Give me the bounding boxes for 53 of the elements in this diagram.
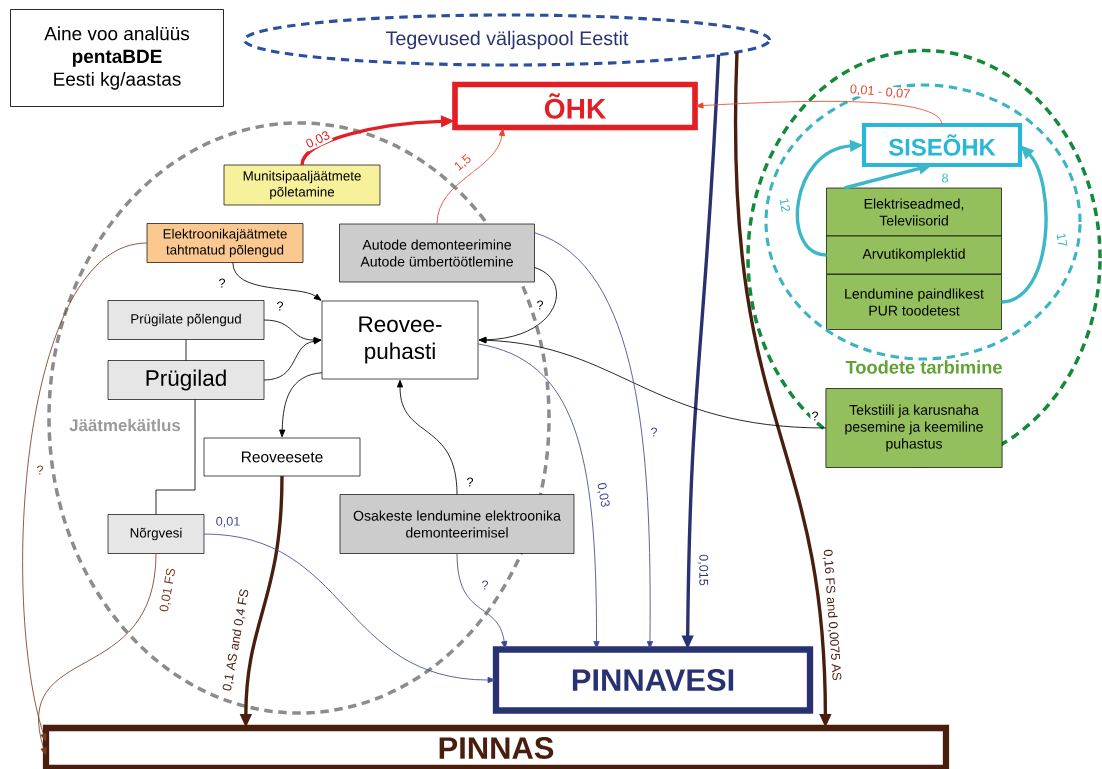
arrow [534,232,654,649]
process-box: Lendumine paindlikest PUR toodetest [826,274,1002,330]
edge-label: 0,16 FS and 0,0075 AS [820,547,844,683]
arrow [436,128,505,225]
connector-line [155,399,196,515]
edge-label: 0,01 FS [157,566,179,615]
arrow [695,100,943,126]
process-box: Nõrgvesi [107,514,205,554]
arrow [396,379,458,495]
process-box: Prügilate põlengud [107,300,265,340]
arrow [456,553,508,649]
process-box: Arvutikomplektid [826,235,1002,275]
edge-label: ? [480,579,490,591]
compartment-box: PINNAVESI [492,646,814,714]
compartment-box: ÕHK [452,81,698,131]
edge-label: 0,015 [696,553,710,587]
process-box: Osakeste lendumine elektroonika demonteerimisel [339,494,575,554]
edge-label: 8 [940,172,950,184]
process-box: Prügilad [107,360,265,400]
edge-label: ? [535,299,545,311]
edge-label: ? [35,464,45,476]
arrow [263,338,322,381]
arrow [279,372,323,438]
title-box: Aine voo analüüs pentaBDE Eesti kg/aastas [10,9,224,107]
edge-label: ? [217,277,227,289]
edge-label: 0,03 [594,480,612,510]
edge-label: 1,5 [451,151,475,175]
arrow [203,533,496,684]
edge-label: 12 [778,196,792,214]
process-box: Reovee-puhasti [321,300,479,380]
edge-label: 17 [1055,231,1069,249]
edge-label: ? [810,410,820,422]
connector-line [185,339,187,361]
edge-label: 0,01 - 0,07 [848,82,912,102]
arrow [478,337,827,429]
arrow [38,553,157,756]
edge-label: ? [649,426,659,438]
compartment-box: PINNAS [42,724,950,769]
arrow [477,343,600,649]
process-box: Reoveesete [203,437,361,477]
group-label: Toodete tarbimine [845,360,1002,374]
process-box: Elektroonikajäätmete tahtmatud põlengud [146,223,304,263]
process-box: Elektriseadmed, Televiisorid [826,187,1002,237]
edge-label: 0,01 [214,515,242,529]
process-box: Munitsipaaljäätmete põletamine [223,164,381,206]
edge-label: 0,1 AS and 0,4 FS [220,586,252,694]
edge-label: 0,03 [303,128,333,152]
arrow [232,262,322,301]
edge-label: ? [275,300,285,312]
group-label: Jäätmekäitlus [69,418,181,432]
compartment-box: SISEÕHK [861,122,1023,168]
arrow [22,242,148,742]
edge-label: ? [465,476,475,488]
